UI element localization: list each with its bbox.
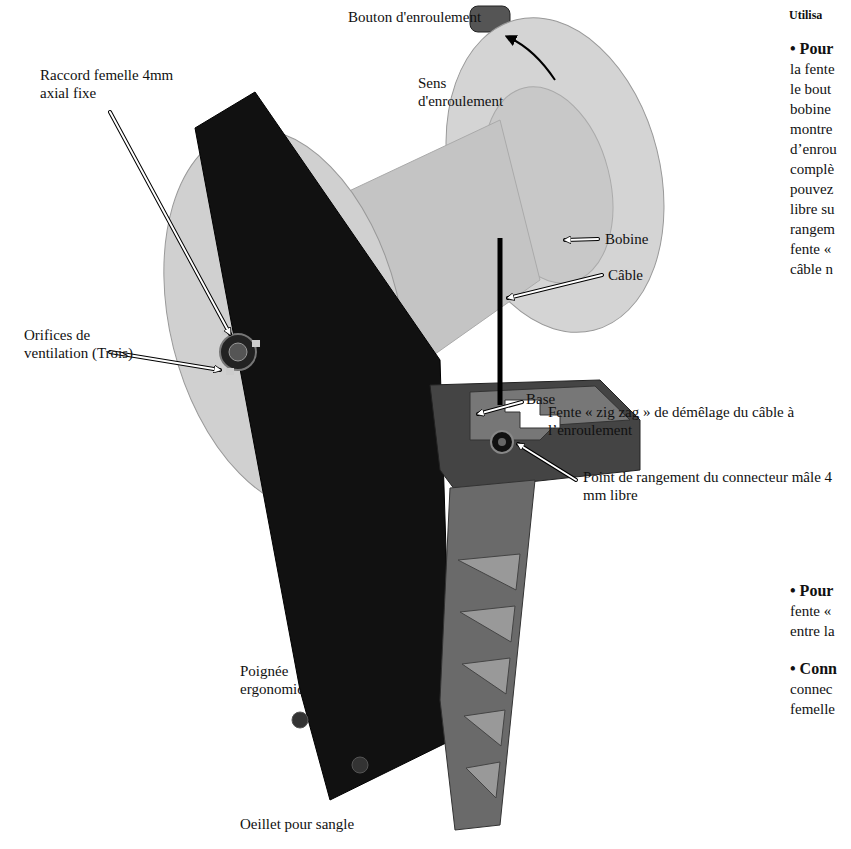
instruction-text: entre la [790,622,848,640]
part-label: Sens d'enroulement [418,74,533,110]
instruction-text: • Pour [790,40,848,58]
handle [440,480,535,830]
instruction-text: le bout [790,80,848,98]
grip-rib [464,710,505,746]
cable [498,238,503,405]
instruction-text: câble n [790,260,848,278]
grip-rib [458,554,520,590]
grip-rib [460,606,515,642]
instruction-text: connec [790,680,848,698]
instruction-text: femelle [790,700,848,718]
instruction-text: libre su [790,200,848,218]
instruction-text: fente « [790,240,848,258]
instruction-text: d’enrou [790,140,848,158]
instruction-text: rangem [790,220,848,238]
instruction-text: pouvez [790,180,848,198]
instruction-text: • Pour [790,582,848,600]
instruction-text: complè [790,160,848,178]
part-label: Raccord femelle 4mm axial fixe [40,66,200,102]
side-plate [195,92,452,800]
instruction-text: montre [790,120,848,138]
part-label: Bobine [605,230,685,248]
part-label: Poignée ergonomique [240,662,340,698]
part-label: Oeillet pour sangle [240,815,410,833]
grip-rib [462,658,510,694]
part-label: Câble [608,266,678,284]
part-label: Orifices de ventilation (Trois) [24,326,134,362]
instruction-text: fente « [790,602,848,620]
winding-arrow [510,38,555,80]
instruction-text: Utilisa [789,6,849,24]
female-connector [220,328,260,375]
instruction-text: • Conn [790,660,848,678]
grip-rib [466,762,500,798]
storage-point [491,431,513,453]
part-label: Point de rangement du connecteur mâle 4 … [583,468,845,504]
part-label: Fente « zig zag » de démêlage du câble à… [548,403,848,439]
leader-lines [110,112,602,480]
instruction-text: la fente [790,60,848,78]
part-label: Bouton d'enroulement [348,8,538,26]
instruction-text: bobine [790,100,848,118]
